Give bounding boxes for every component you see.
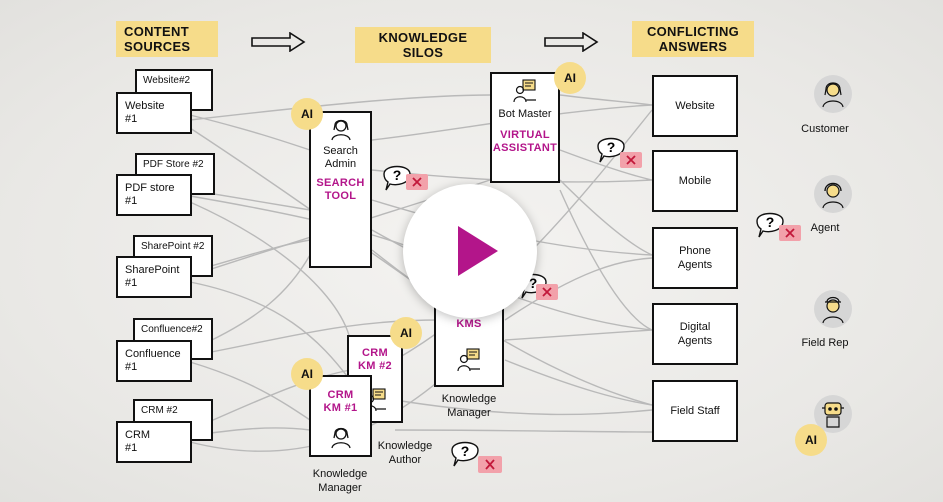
svg-text:?: ? [607,139,616,155]
svg-text:?: ? [766,214,775,230]
crm-km2-label: CRM KM #2 [358,347,392,372]
silo-search-tool: Search Admin SEARCH TOOL [309,111,372,268]
header-conflicting-answers: CONFLICTING ANSWERS [632,21,754,57]
header-knowledge-silos: KNOWLEDGE SILOS [355,27,491,63]
agent-avatar-icon [814,175,852,213]
source-confluence-1: Confluence #1 [116,340,192,382]
woman-avatar-icon [330,119,351,141]
svg-text:?: ? [393,167,402,183]
answer-digital-agents: Digital Agents [652,303,738,365]
virtual-assistant-label: VIRTUAL ASSISTANT [492,129,558,154]
bot-master-icon [513,79,536,103]
question-bubble-icon: ? [756,212,801,241]
ai-badge-search: AI [291,98,323,130]
silo-crm-km1: CRM KM #1 [309,375,372,457]
answer-phone-agents: Phone Agents [652,227,738,289]
kms-label: KMS [456,318,482,330]
svg-text:?: ? [461,443,470,459]
answer-field-staff: Field Staff [652,380,738,442]
ai-badge-crm-km1: AI [291,358,323,390]
question-bubble-icon: ? [383,165,428,191]
search-admin-label: Search Admin [323,145,358,170]
source-crm-1: CRM #1 [116,421,192,463]
customer-avatar-icon [814,75,852,113]
persona-field-rep-label: Field Rep [801,337,849,349]
field-rep-avatar-icon [814,290,852,328]
header-content-sources: CONTENT SOURCES [116,21,218,57]
answer-website: Website [652,75,738,137]
persona-agent-label: Agent [810,222,840,234]
source-pdf-1: PDF store #1 [116,174,192,216]
crm-km1-label: CRM KM #1 [323,389,358,414]
question-bubble-icon: ? [597,137,642,168]
silo-virtual-assistant: Bot Master VIRTUAL ASSISTANT [490,72,560,183]
source-website-1: Website #1 [116,92,192,134]
knowledge-manager-icon [457,348,480,372]
answer-mobile: Mobile [652,150,738,212]
crm-km1-role-label: Knowledge Manager [312,468,368,494]
kms-role-label: Knowledge Manager [441,393,497,419]
arrow-right-icon [251,32,306,52]
search-tool-label: SEARCH TOOL [316,177,365,202]
woman-avatar-icon [330,427,351,449]
persona-customer-label: Customer [801,123,849,135]
ai-badge-robot: AI [795,424,827,456]
bot-master-label: Bot Master [498,108,552,120]
source-sharepoint-1: SharePoint #1 [116,256,192,298]
play-button[interactable] [403,184,537,318]
svg-text:?: ? [529,275,538,291]
question-bubble-icon: ? [451,441,502,473]
knowledge-author-label: Knowledge Author [377,440,433,466]
arrow-right-icon [544,32,599,52]
ai-badge-va: AI [554,62,586,94]
ai-badge-crm-km2: AI [390,317,422,349]
play-icon [458,226,498,276]
